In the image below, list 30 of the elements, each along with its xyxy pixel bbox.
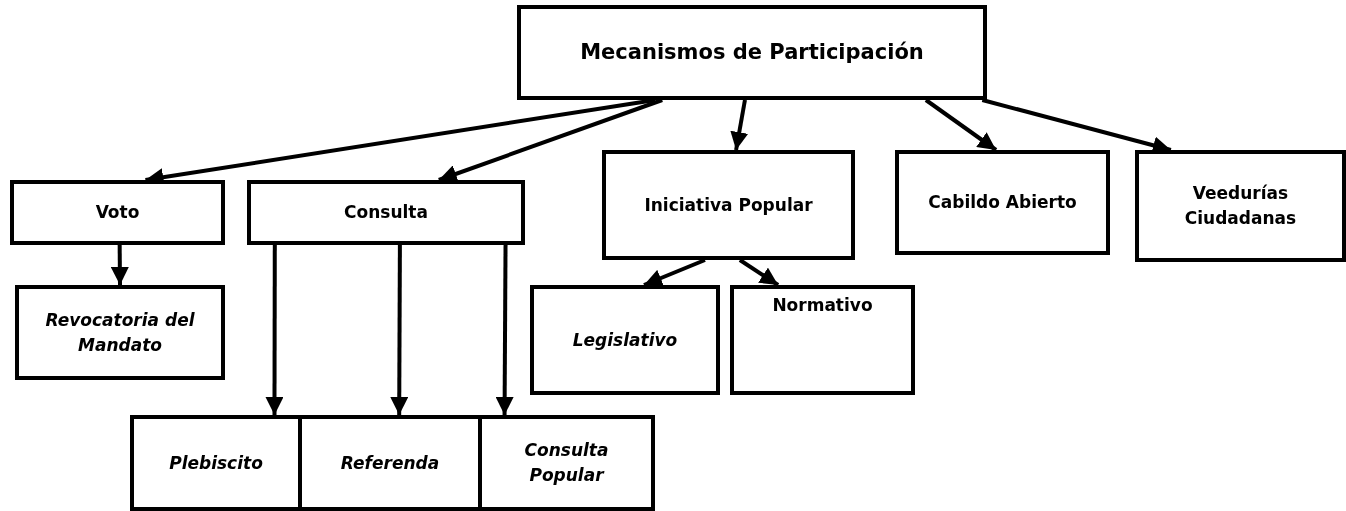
concept-label: Mecanismos de Participación [580,39,924,67]
concept-box [895,150,1110,255]
concept-label: Revocatoria del Mandato [44,308,196,357]
concept-label: Iniciativa Popular [644,193,813,217]
concept-label: Legislativo [572,328,678,352]
concept-box [247,180,525,245]
concept-box [602,150,855,260]
concept-label: Veedurías Ciudadanas [1183,182,1298,230]
arrow [738,258,780,287]
concept-label: Consulta Popular [523,439,610,487]
concept-box [1135,150,1346,262]
concept-label: Voto [95,201,140,225]
arrow [643,258,706,287]
concept-box [517,5,987,100]
concept-label: Consulta [344,201,428,225]
arrow [924,98,998,152]
arrow [438,98,663,183]
concept-label: Normativo [772,294,873,317]
arrow [265,245,284,415]
arrow [495,245,514,415]
arrow [730,99,749,151]
concept-label: Cabildo Abierto [928,191,1077,215]
concept-label: Referenda [340,451,440,475]
arrow [390,245,409,415]
concept-label: Plebiscito [169,451,263,475]
concept-box [10,180,225,245]
concept-box [730,285,915,395]
concept-box [530,285,720,395]
arrow [110,244,129,285]
concept-box [15,285,225,380]
